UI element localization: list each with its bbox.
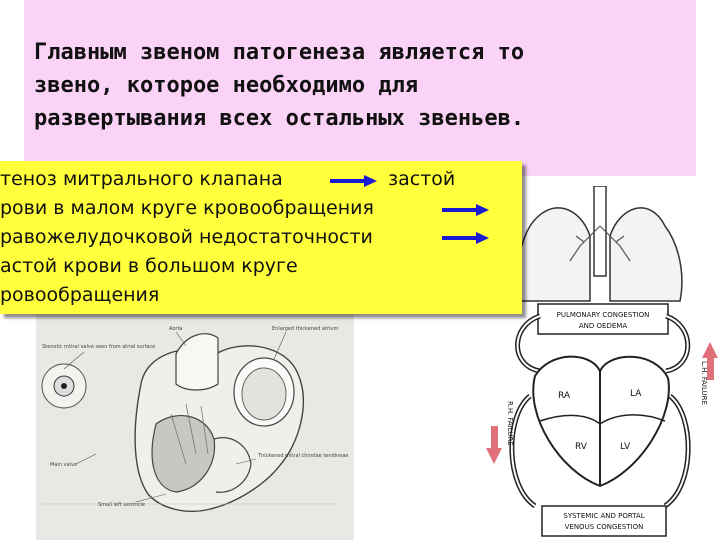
heart-label-main-valve: Main valve <box>50 462 77 468</box>
arrow-right-icon <box>442 232 489 244</box>
heart-label-valve-view: Stenotic mitral valve seen from atrial s… <box>42 344 155 350</box>
lh-failure-arrow-up <box>702 342 718 380</box>
pulmonary-label-2: AND OEDEMA <box>579 322 627 330</box>
systemic-label-2: VENOUS CONGESTION <box>565 523 644 531</box>
slide-title: Главным звеном патогенеза является то зв… <box>34 36 694 135</box>
label-ra: RA <box>558 391 571 401</box>
arrow-right-icon <box>330 175 377 187</box>
chain-line-1-end: застой <box>388 168 456 190</box>
title-line-1: Главным звеном патогенеза является то <box>34 40 525 65</box>
circulation-diagram: PULMONARY CONGESTION AND OEDEMA RA LA RV… <box>480 185 720 540</box>
heart-section-drawing: Aorta Enlarged thickened atrium Stenotic… <box>36 314 354 540</box>
label-lv: LV <box>620 442 631 452</box>
heart-label-small-ventricle: Small left ventricle <box>98 502 145 508</box>
pulmonary-label-1: PULMONARY CONGESTION <box>557 311 650 319</box>
heart-label-aorta: Aorta <box>169 326 182 332</box>
chain-line-4: астой крови в большом круге <box>0 255 298 277</box>
systemic-label-1: SYSTEMIC AND PORTAL <box>563 512 644 520</box>
chain-line-5: ровообращения <box>0 284 160 306</box>
chain-line-2: рови в малом круге кровообращения <box>0 197 374 219</box>
heart-label-atrium: Enlarged thickened atrium <box>272 326 338 332</box>
rh-failure-label: R.H. FAILURE <box>506 401 514 446</box>
title-line-3: развертывания всех остальных звеньев. <box>34 106 525 131</box>
mitral-stenosis-illustration: Aorta Enlarged thickened atrium Stenotic… <box>36 314 354 540</box>
label-rv: RV <box>575 442 588 452</box>
title-panel <box>24 0 696 176</box>
label-la: LA <box>630 389 642 399</box>
chain-line-1: теноз митрального клапана <box>0 168 283 190</box>
chain-line-3: равожелудочковой недостаточности <box>0 226 373 248</box>
lh-failure-label: L.H. FAILURE <box>700 361 708 405</box>
pathogenesis-chain-box: теноз митрального клапана застой рови в … <box>0 161 522 314</box>
heart-failure-schematic: PULMONARY CONGESTION AND OEDEMA RA LA RV… <box>486 185 718 537</box>
rh-failure-arrow-down <box>486 426 502 464</box>
arrow-right-icon <box>442 204 489 216</box>
heart-label-chordae: Thickened mitral chordae tendineae <box>257 453 348 459</box>
title-line-2: звено, которое необходимо для <box>34 73 419 98</box>
